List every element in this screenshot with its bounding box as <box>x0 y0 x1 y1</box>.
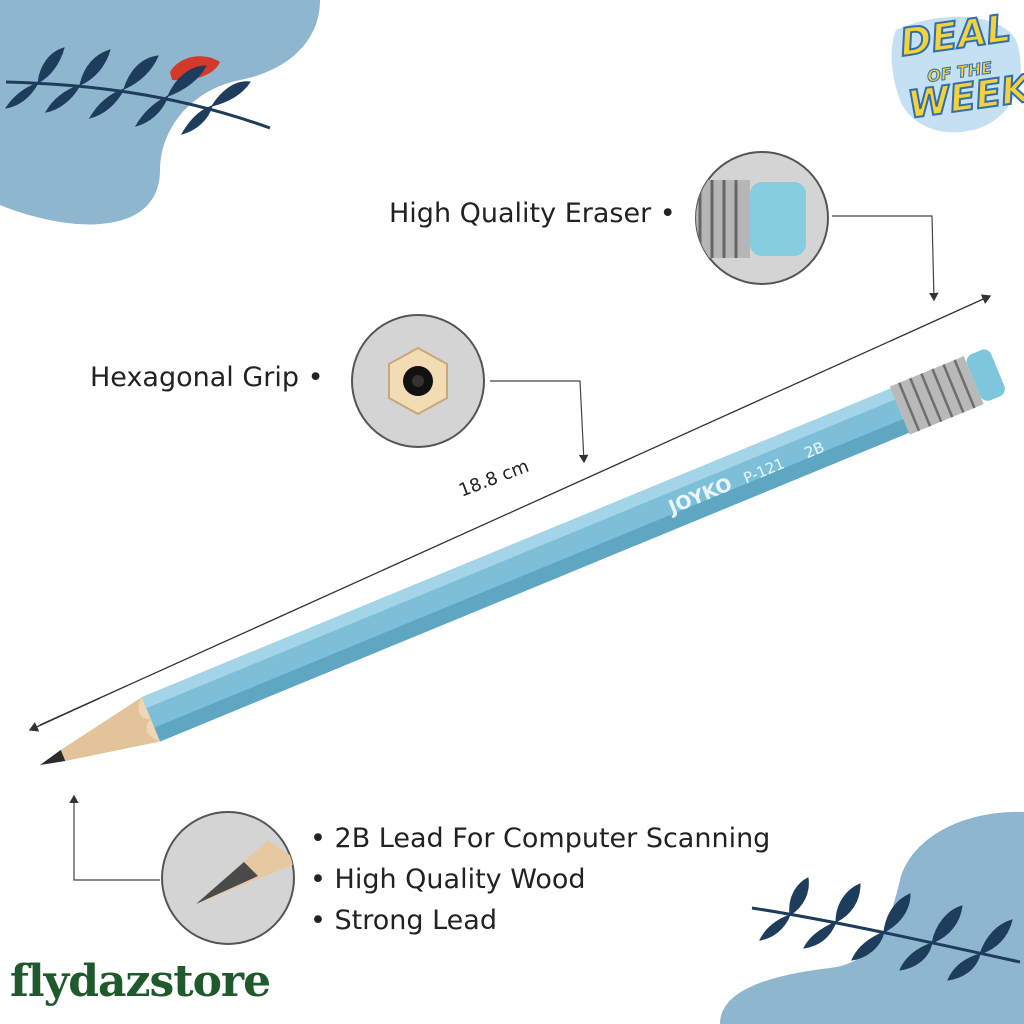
list-item: High Quality Wood <box>310 859 770 900</box>
grip-label: Hexagonal Grip • <box>90 362 324 393</box>
pencil-lead <box>40 749 66 765</box>
deal-of-the-week-badge: DEAL OF THE WEEK <box>891 5 1024 133</box>
hexagonal-grip-callout <box>351 314 589 464</box>
list-item: Strong Lead <box>310 900 770 941</box>
leaf-branch-bottom-right <box>751 877 1021 981</box>
tip-features-list: 2B Lead For Computer Scanning High Quali… <box>310 818 771 941</box>
badge-line-1: DEAL <box>897 6 1013 65</box>
eraser-label: High Quality Eraser • <box>389 198 676 229</box>
pencil-wood <box>60 697 161 762</box>
dimension-line <box>39 294 992 726</box>
pencil: JOYKO P-121 2B <box>40 349 1005 765</box>
pencil-eraser <box>966 349 1005 401</box>
tip-callout <box>69 794 295 945</box>
bottom-right-blob <box>720 811 1024 1024</box>
pencil-body <box>141 388 909 742</box>
top-left-blob <box>0 0 320 225</box>
leaf-branch-top-left <box>4 47 271 135</box>
list-item: 2B Lead For Computer Scanning <box>310 818 771 859</box>
eraser-callout <box>695 151 939 302</box>
store-logo: flydazstore <box>10 956 271 1007</box>
dimension-line-start <box>28 697 101 732</box>
